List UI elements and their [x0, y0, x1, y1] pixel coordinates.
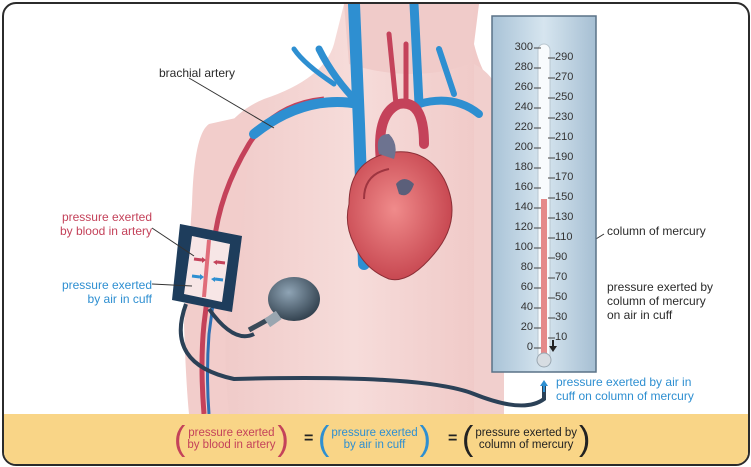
equation-term-mercury-line1: pressure exerted by: [475, 427, 577, 439]
label-column-mercury: column of mercury: [607, 224, 706, 238]
label-air-pressure-line1: pressure exerted: [32, 278, 152, 292]
scale-left-tick: 160: [509, 181, 533, 193]
scale-left-tick: 280: [509, 61, 533, 73]
equation-term-mercury-line2: column of mercury: [475, 439, 577, 451]
paren-open: (: [462, 422, 473, 456]
label-brachial-artery: brachial artery: [159, 66, 235, 80]
scale-right-tick: 170: [555, 171, 573, 183]
label-air-pressure-line2: by air in cuff: [32, 292, 152, 306]
label-blood-pressure: pressure exerted by blood in artery: [32, 210, 152, 238]
scale-right-tick: 150: [555, 191, 573, 203]
equation-term-air-text: pressure exerted by air in cuff: [329, 427, 419, 451]
scale-right-tick: 90: [555, 251, 567, 263]
scale-right-tick: 110: [555, 231, 573, 243]
equals-sign-2: =: [448, 430, 457, 448]
scale-right-tick: 10: [555, 331, 567, 343]
equation-term-mercury-text: pressure exerted by column of mercury: [473, 427, 579, 451]
equals-sign-1: =: [304, 430, 313, 448]
equation-term-air-line1: pressure exerted: [331, 427, 417, 439]
scale-right-tick: 130: [555, 211, 573, 223]
scale-right-tick: 190: [555, 151, 573, 163]
cuff: [172, 224, 242, 312]
scale-left-tick: 80: [509, 261, 533, 273]
equation-term-blood-line1: pressure exerted: [187, 427, 275, 439]
label-mercury-on-air: pressure exerted by column of mercury on…: [607, 280, 713, 322]
scale-left-tick: 40: [509, 301, 533, 313]
scale-right-tick: 270: [555, 71, 573, 83]
scale-right-tick: 290: [555, 51, 573, 63]
equation-term-air: ( pressure exerted by air in cuff ): [318, 422, 431, 456]
scale-left-tick: 260: [509, 81, 533, 93]
label-mercury-on-air-line1: pressure exerted by: [607, 280, 713, 294]
label-blood-pressure-line2: by blood in artery: [32, 224, 152, 238]
label-blood-pressure-line1: pressure exerted: [32, 210, 152, 224]
scale-left-tick: 140: [509, 201, 533, 213]
scale-right-tick: 250: [555, 91, 573, 103]
label-mercury-on-air-line2: column of mercury: [607, 294, 713, 308]
equation-term-mercury: ( pressure exerted by column of mercury …: [462, 422, 590, 456]
neck: [344, 4, 474, 74]
scale-left-tick: 300: [509, 41, 533, 53]
scale-right-tick: 210: [555, 131, 573, 143]
scale-right-tick: 30: [555, 311, 567, 323]
paren-close: ): [278, 422, 289, 456]
label-air-on-mercury: pressure exerted by air in cuff on colum…: [556, 375, 694, 403]
label-air-on-mercury-line1: pressure exerted by air in: [556, 375, 694, 389]
scale-left-tick: 20: [509, 321, 533, 333]
illustration: [4, 4, 748, 414]
scale-left-tick: 100: [509, 241, 533, 253]
label-air-pressure: pressure exerted by air in cuff: [32, 278, 152, 306]
mercury-column: [541, 199, 547, 357]
equation-term-air-line2: by air in cuff: [331, 439, 417, 451]
scale-right-tick: 230: [555, 111, 573, 123]
equation-term-blood-text: pressure exerted by blood in artery: [185, 427, 277, 451]
paren-open: (: [174, 422, 185, 456]
label-air-on-mercury-line2: cuff on column of mercury: [556, 389, 694, 403]
label-mercury-on-air-line3: on air in cuff: [607, 308, 713, 322]
equation-term-blood-line2: by blood in artery: [187, 439, 275, 451]
scale-left-tick: 60: [509, 281, 533, 293]
paren-close: ): [579, 422, 590, 456]
scale-left-tick: 200: [509, 141, 533, 153]
scale-left-tick: 180: [509, 161, 533, 173]
paren-close: ): [420, 422, 431, 456]
scale-left-tick: 220: [509, 121, 533, 133]
equation-footer: ( pressure exerted by blood in artery ) …: [4, 414, 748, 464]
scale-left-tick: 240: [509, 101, 533, 113]
scale-right-tick: 50: [555, 291, 567, 303]
scale-left-tick: 0: [509, 341, 533, 353]
scale-right-tick: 70: [555, 271, 567, 283]
paren-open: (: [318, 422, 329, 456]
scale-left-tick: 120: [509, 221, 533, 233]
equation-term-blood: ( pressure exerted by blood in artery ): [174, 422, 289, 456]
